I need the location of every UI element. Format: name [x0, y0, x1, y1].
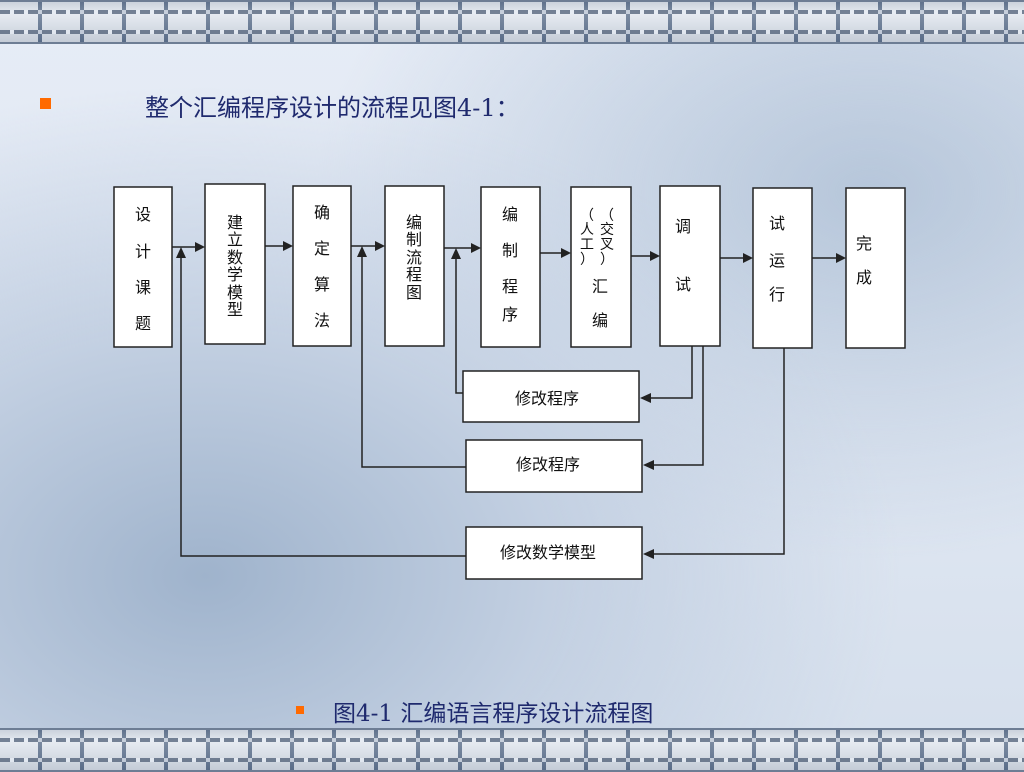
svg-text:流: 流: [406, 248, 422, 267]
svg-text:人: 人: [580, 222, 594, 238]
svg-text:型: 型: [227, 300, 243, 319]
step-label-debug: 调 试: [675, 217, 691, 294]
svg-text:程: 程: [502, 277, 518, 296]
svg-text:行: 行: [769, 285, 785, 304]
svg-text:试: 试: [675, 275, 691, 294]
svg-text:制: 制: [502, 241, 518, 260]
forward-arrows: [172, 241, 846, 263]
svg-text:汇: 汇: [592, 277, 608, 296]
svg-text:学: 学: [227, 265, 243, 284]
feedback-label-1: 修改程序: [515, 389, 579, 408]
svg-text:算: 算: [314, 275, 330, 294]
feedback-box-1: [462, 370, 640, 423]
svg-text:（: （: [600, 208, 614, 224]
step-box-program: [480, 186, 541, 348]
feedback-label-2: 修改程序: [516, 455, 580, 474]
step-label-math-model: 建 立 数 学 模 型: [227, 213, 243, 319]
step-box-flowchart: [384, 185, 445, 347]
svg-text:课: 课: [135, 278, 151, 297]
slide-heading: 整个汇编程序设计的流程见图4-1：: [145, 94, 520, 122]
svg-text:数: 数: [227, 248, 243, 267]
step-label-program: 编 制 程 序: [502, 205, 518, 324]
svg-text:叉: 叉: [600, 237, 614, 253]
feedback-box-2: [465, 439, 643, 493]
svg-text:程: 程: [406, 265, 422, 284]
svg-text:模: 模: [227, 283, 243, 302]
svg-text:图: 图: [406, 283, 422, 302]
svg-text:题: 题: [135, 314, 151, 333]
step-label-trial-run: 试 运 行: [769, 214, 785, 304]
svg-text:确: 确: [314, 203, 330, 222]
svg-text:编: 编: [406, 213, 422, 232]
svg-text:工: 工: [580, 237, 594, 253]
svg-text:调: 调: [675, 217, 691, 236]
svg-text:运: 运: [769, 251, 785, 270]
step-label-assemble: （ 人 工 ） （ 交 叉 ） 汇 编: [580, 208, 614, 330]
bullet-icon: [296, 706, 304, 714]
svg-text:定: 定: [314, 239, 330, 258]
svg-text:设: 设: [135, 205, 151, 224]
step-box-math-model: [204, 183, 266, 345]
svg-text:交: 交: [600, 221, 614, 238]
svg-text:建: 建: [227, 213, 243, 232]
step-box-complete: [845, 187, 906, 349]
svg-text:编: 编: [592, 311, 608, 330]
feedback-loop-1: [451, 248, 693, 403]
svg-text:制: 制: [406, 230, 422, 249]
svg-text:成: 成: [856, 268, 872, 287]
decorative-top-band: [0, 0, 1024, 44]
step-box-algorithm: [292, 185, 352, 347]
figure-caption: 图4-1 汇编语言程序设计流程图: [333, 701, 654, 727]
svg-text:编: 编: [502, 205, 518, 224]
svg-text:（: （: [580, 208, 594, 224]
step-label-complete: 完 成: [856, 234, 872, 287]
svg-text:法: 法: [314, 311, 330, 330]
step-box-design-topic: [113, 186, 173, 348]
bullet-icon: [40, 98, 51, 109]
step-label-flowchart: 编 制 流 程 图: [406, 213, 422, 302]
step-box-assemble: [570, 186, 632, 348]
step-label-algorithm: 确 定 算 法: [314, 203, 330, 330]
svg-text:试: 试: [769, 214, 785, 233]
svg-text:）: ）: [600, 252, 614, 268]
svg-text:立: 立: [227, 230, 243, 249]
step-box-debug: [659, 185, 721, 347]
step-box-trial-run: [752, 187, 813, 349]
svg-text:序: 序: [502, 305, 518, 324]
svg-text:完: 完: [856, 234, 872, 253]
svg-text:）: ）: [580, 252, 594, 268]
step-label-design-topic: 设 计 课 题: [135, 205, 151, 333]
decorative-bottom-band: [0, 728, 1024, 772]
feedback-box-3: [465, 526, 643, 580]
svg-text:计: 计: [135, 242, 151, 261]
feedback-label-3: 修改数学模型: [500, 543, 596, 562]
feedback-loop-2: [357, 246, 704, 470]
feedback-loop-3: [176, 247, 785, 559]
